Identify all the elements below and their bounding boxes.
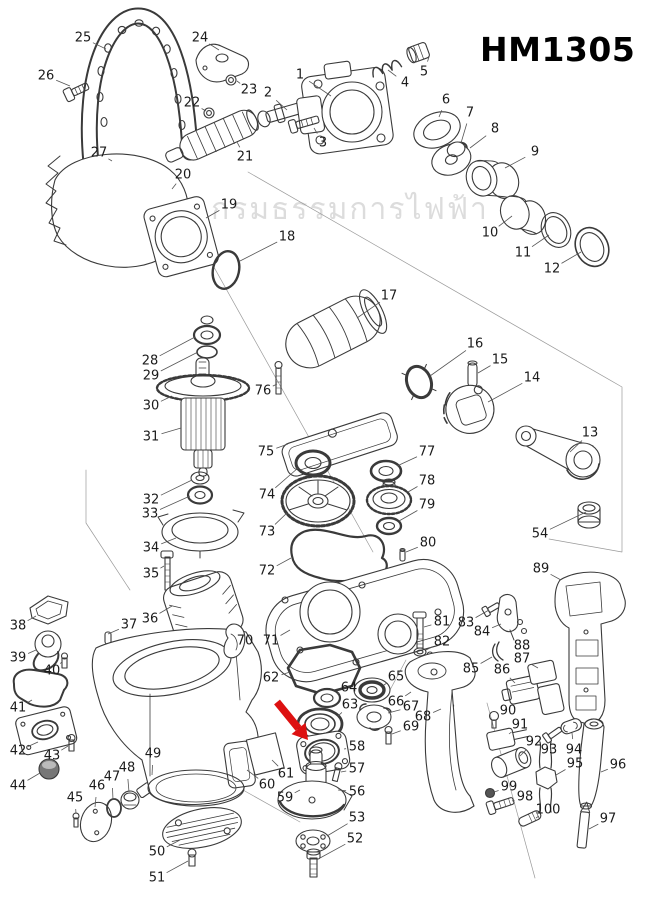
part-sketch-24 — [195, 43, 250, 83]
part-sketch-95 — [535, 741, 558, 813]
watermark-text: กรมธรรมการไฟฟ้า — [211, 192, 489, 227]
part-sketch-96 — [578, 718, 605, 810]
part-sketch-54 — [577, 501, 601, 529]
part-sketch-19 — [45, 153, 219, 278]
part-sketch-64 — [312, 687, 342, 709]
part-sketch-36 — [163, 570, 244, 647]
part-sketch-61 — [245, 732, 285, 776]
part-sketch-53 — [295, 829, 331, 853]
part-sketch-88 — [516, 618, 528, 635]
part-sketch-70 — [223, 623, 246, 659]
part-sketch-100 — [518, 810, 542, 827]
part-sketch-25 — [80, 7, 199, 172]
part-sketch-51 — [187, 848, 197, 867]
part-sketch-91 — [486, 727, 529, 751]
part-sketch-39 — [32, 630, 62, 672]
part-sketch-11 — [540, 212, 572, 248]
part-sketch-17 — [285, 289, 388, 369]
part-sketch-66 — [404, 651, 476, 813]
part-sketch-85 — [491, 641, 504, 662]
part-sketch-69 — [384, 725, 393, 745]
part-sketch-1 — [296, 60, 394, 155]
part-sketch-76 — [274, 360, 283, 395]
part-sketch-56 — [277, 746, 353, 820]
part-sketch-52 — [306, 848, 321, 878]
part-sketch-82 — [413, 647, 427, 657]
part-sketch-29 — [196, 345, 218, 359]
part-sketch-3 — [287, 115, 320, 134]
part-sketch-57 — [331, 762, 343, 783]
part-sketch-42 — [15, 706, 78, 756]
part-sketch-8 — [431, 141, 472, 176]
part-sketch-5 — [406, 42, 430, 64]
part-sketch-28 — [192, 315, 222, 346]
part-sketch-44 — [38, 758, 60, 780]
part-sketch-16 — [401, 363, 437, 401]
part-sketch-90 — [488, 710, 500, 729]
part-sketch-13 — [515, 425, 601, 480]
part-sketch-79 — [375, 516, 403, 536]
part-sketch-94 — [560, 718, 582, 735]
part-sketch-18 — [211, 250, 241, 290]
part-sketch-housing — [91, 628, 262, 807]
part-sketch-77 — [369, 459, 403, 483]
part-sketch-22 — [203, 107, 215, 119]
part-sketch-62 — [286, 643, 362, 696]
part-sketch-99 — [484, 787, 496, 799]
part-sketch-74 — [294, 449, 332, 477]
part-sketch-73 — [280, 474, 356, 528]
red-arrow — [274, 699, 308, 740]
part-sketch-43 — [67, 733, 76, 752]
page-title: HM1305 — [480, 30, 636, 69]
part-sketch-41 — [12, 668, 69, 708]
part-sketch-47 — [106, 798, 122, 818]
part-sketch-75 — [281, 412, 398, 477]
part-sketch-33 — [186, 485, 214, 505]
part-sketch-4 — [372, 59, 403, 78]
part-sketch-40 — [60, 652, 69, 669]
part-sketch-6 — [413, 111, 461, 149]
part-sketch-46 — [79, 801, 113, 843]
part-sketch-21 — [165, 109, 259, 163]
part-sketch-23 — [225, 74, 237, 86]
part-sketch-65 — [353, 677, 391, 703]
part-sketch-50 — [162, 807, 242, 849]
leader-lines — [27, 42, 608, 874]
part-sketch-97 — [576, 801, 591, 849]
part-sketch-72 — [290, 528, 388, 583]
construction-lines — [84, 99, 623, 879]
part-sketch-32 — [190, 471, 210, 485]
part-sketch-67 — [356, 703, 392, 731]
part-sketch-10 — [499, 195, 547, 235]
part-sketch-31 — [180, 397, 226, 477]
part-sketch-80 — [399, 548, 406, 562]
part-sketch-78 — [365, 478, 413, 516]
part-sketch-14 — [442, 384, 495, 434]
part-sketch-26 — [62, 82, 90, 103]
part-sketch-92 — [490, 746, 532, 778]
part-sketch-34 — [157, 509, 245, 559]
part-sketch-9 — [465, 159, 520, 199]
part-sketch-30 — [155, 357, 251, 403]
part-sketch-84 — [496, 593, 519, 641]
part-sketch-48 — [120, 790, 140, 810]
